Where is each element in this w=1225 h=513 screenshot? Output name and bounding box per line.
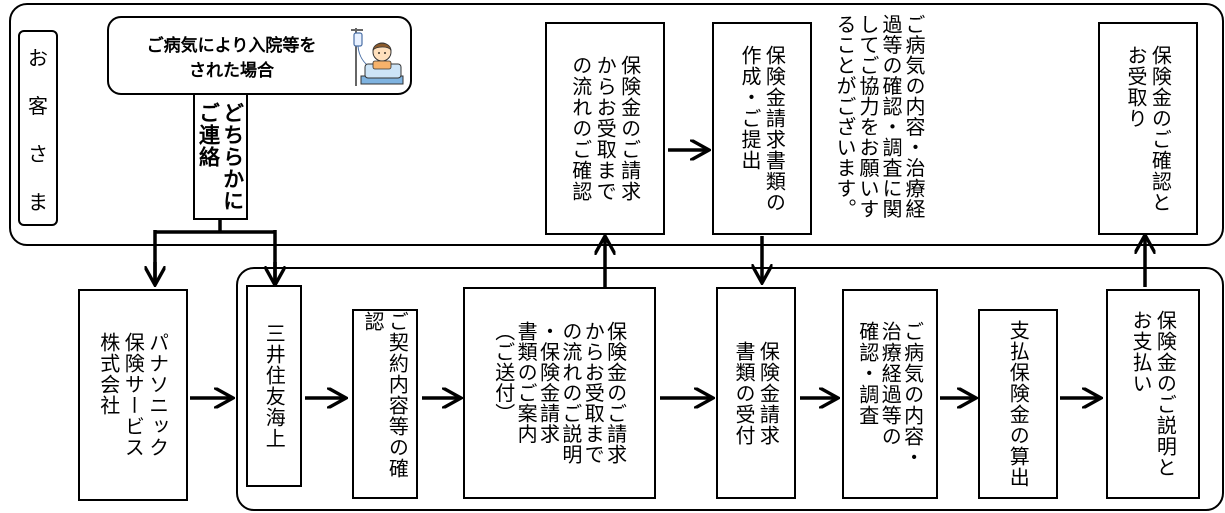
customer-cooperation-note: ご病気の内容・治療経 過等の確認・調査に関 してご協力をお願いす ることがござい… [814,14,944,238]
step-investigation-text: ご病気の内容・ 治療経過等の 確認・調査 [855,320,925,468]
company-panasonic-text: パナソニック 保険サービス 株式会社 [96,332,170,458]
hospital-patient-icon [351,28,404,86]
customer-cooperation-note-text: ご病気の内容・治療経 過等の確認・調査に関 してご協力をお願いす ることがござい… [833,14,926,219]
customer-char: ま [28,189,48,214]
company-frame [236,267,1224,511]
contact-either-text: どちらかに ご連絡 [196,101,245,212]
contact-connector [153,220,277,285]
company-mitsui-text: 三井住友海上 [262,323,287,449]
step-contract-check: ご契約内容等の確認 [352,309,418,499]
customer-step-flow-confirm-text: 保険金のご請求 からお受取まで の流れのご確認 [568,55,642,202]
step-flow-explanation: 保険金のご請求 からお受取まで の流れのご説明 ・保険金請求 書類のご案内 （ご… [463,287,656,499]
contact-either-box: どちらかに ご連絡 [193,95,248,220]
callout-text: ご病気により入院等を された場合 [146,36,317,81]
step-document-receipt: 保険金請求 書類の受付 [716,287,796,499]
step-payment-calculation: 支払保険金の算出 [978,309,1058,499]
step-flow-explanation-text: 保険金のご請求 からお受取まで の流れのご説明 ・保険金請求 書類のご案内 （ご… [491,321,628,465]
customer-frame [9,3,1224,246]
customer-step-submit-text: 保険金請求書類の 作成・ご提出 [738,44,787,213]
step-payment: 保険金のご説明と お支払い [1106,289,1200,499]
step-document-receipt-text: 保険金請求 書類の受付 [732,340,781,446]
customer-step-receive-text: 保険金のご確認と お受取り [1124,44,1173,213]
company-panasonic-box: パナソニック 保険サービス 株式会社 [78,289,188,501]
customer-step-flow-confirm: 保険金のご請求 からお受取まで の流れのご確認 [545,22,665,235]
hospitalization-callout: ご病気により入院等を された場合 [107,16,412,95]
step-payment-calculation-text: 支払保険金の算出 [1006,320,1031,488]
customer-step-submit: 保険金請求書類の 作成・ご提出 [712,22,812,235]
customer-char: さ [28,141,48,166]
step-investigation: ご病気の内容・ 治療経過等の 確認・調査 [842,289,938,499]
customer-char: お [28,45,48,70]
customer-step-receive: 保険金のご確認と お受取り [1098,22,1198,235]
step-payment-text: 保険金のご説明と お支払い [1129,310,1178,478]
step-contract-check-text: ご契約内容等の確認 [361,311,410,479]
company-mitsui-box: 三井住友海上 [246,285,302,487]
customer-char: 客 [28,93,48,118]
customer-label: お 客 さ ま [18,30,58,226]
